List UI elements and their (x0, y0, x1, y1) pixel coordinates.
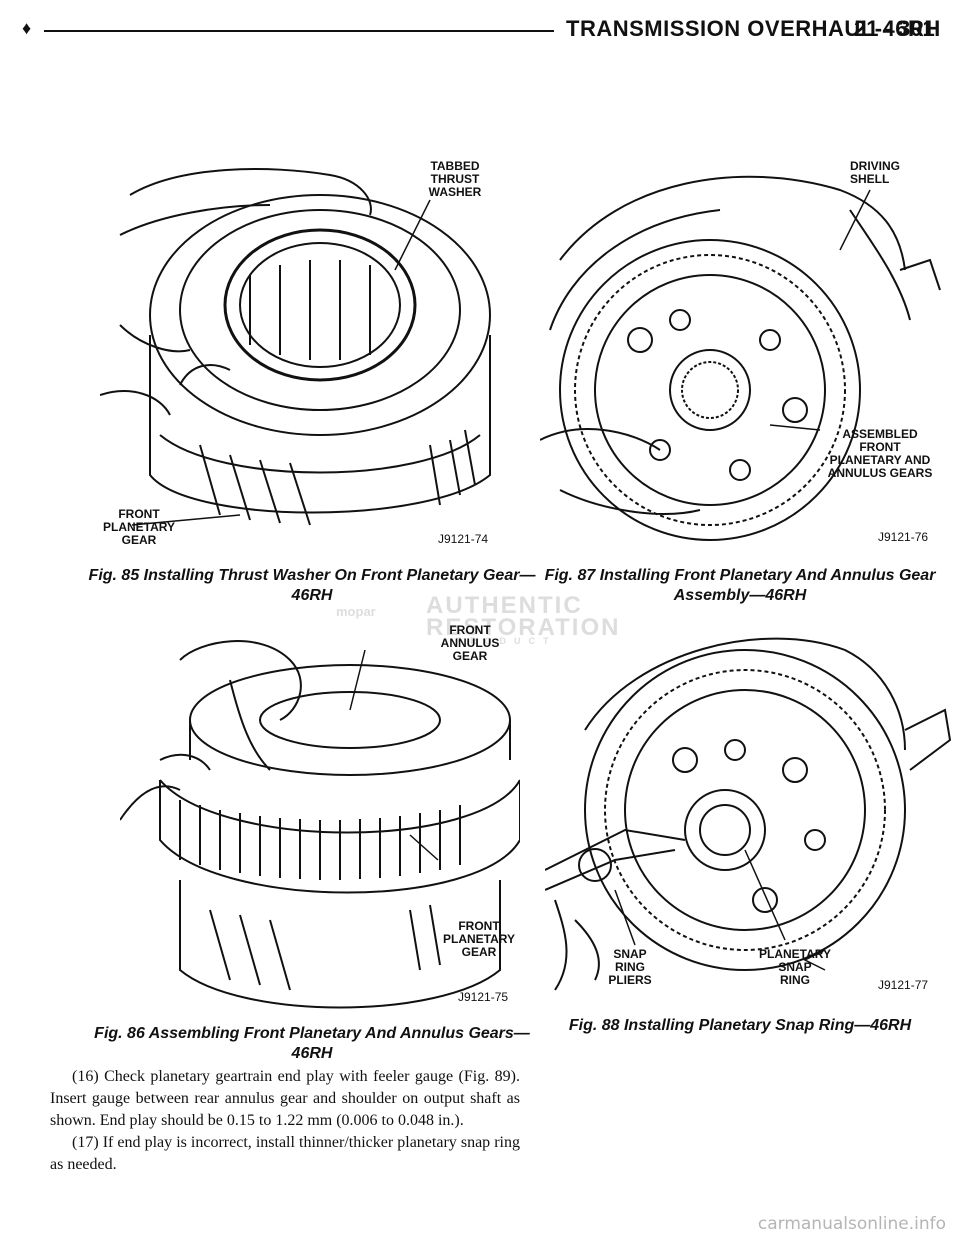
figure-86-illustration (120, 620, 520, 1010)
figure-86-caption: Fig. 86 Assembling Front Planetary And A… (94, 1025, 530, 1062)
figure-86-code: J9121-75 (458, 990, 509, 1004)
figure-85-illustration (100, 145, 520, 555)
figure-87-code: J9121-76 (878, 530, 929, 544)
watermark-line1: AUTHENTIC (426, 592, 583, 619)
figure-85-caption: Fig. 85 Installing Thrust Washer On Fron… (88, 567, 536, 604)
callout-tabbed-thrust-washer: TABBED THRUST WASHER (428, 159, 482, 199)
paragraph-16: (16) Check planetary geartrain end play … (50, 1068, 520, 1129)
watermark-line3: PRODUCT (456, 636, 557, 646)
watermark-line2: RESTORATION (426, 614, 621, 641)
figure-87-caption: Fig. 87 Installing Front Planetary And A… (544, 567, 936, 604)
callout-driving-shell: DRIVING SHELL (850, 159, 901, 186)
figure-88-caption: Fig. 88 Installing Planetary Snap Ring—4… (568, 1017, 912, 1034)
figure-85-code: J9121-74 (438, 532, 489, 546)
page-number: 21 - 301 (854, 16, 935, 41)
header-diamond: ♦ (22, 18, 32, 38)
watermark: AUTHENTIC RESTORATION PRODUCT mopar (336, 592, 636, 646)
callout-planetary-snap-ring: PLANETARY SNAP RING (759, 947, 831, 987)
body-text: (16) Check planetary geartrain end play … (50, 1066, 520, 1176)
callout-front-planetary-gear-85: FRONT PLANETARY GEAR (103, 507, 175, 547)
paragraph-17: (17) If end play is incorrect, install t… (50, 1134, 520, 1173)
header-rule (44, 30, 554, 32)
figure-87-illustration (540, 150, 960, 550)
callout-front-annulus-gear: FRONT ANNULUS GEAR (440, 623, 500, 663)
callout-assembled-gears: ASSEMBLED FRONT PLANETARY AND ANNULUS GE… (827, 427, 933, 480)
footer-url[interactable]: carmanualsonline.info (757, 1214, 946, 1234)
callout-snap-ring-pliers: SNAP RING PLIERS (608, 947, 652, 987)
callout-front-planetary-gear-86: FRONT PLANETARY GEAR (443, 919, 515, 959)
watermark-badge: mopar (336, 604, 376, 619)
page-title: TRANSMISSION OVERHAUL-46RH (566, 16, 941, 41)
figure-88-code: J9121-77 (878, 978, 929, 992)
figure-88-illustration (545, 610, 955, 1010)
